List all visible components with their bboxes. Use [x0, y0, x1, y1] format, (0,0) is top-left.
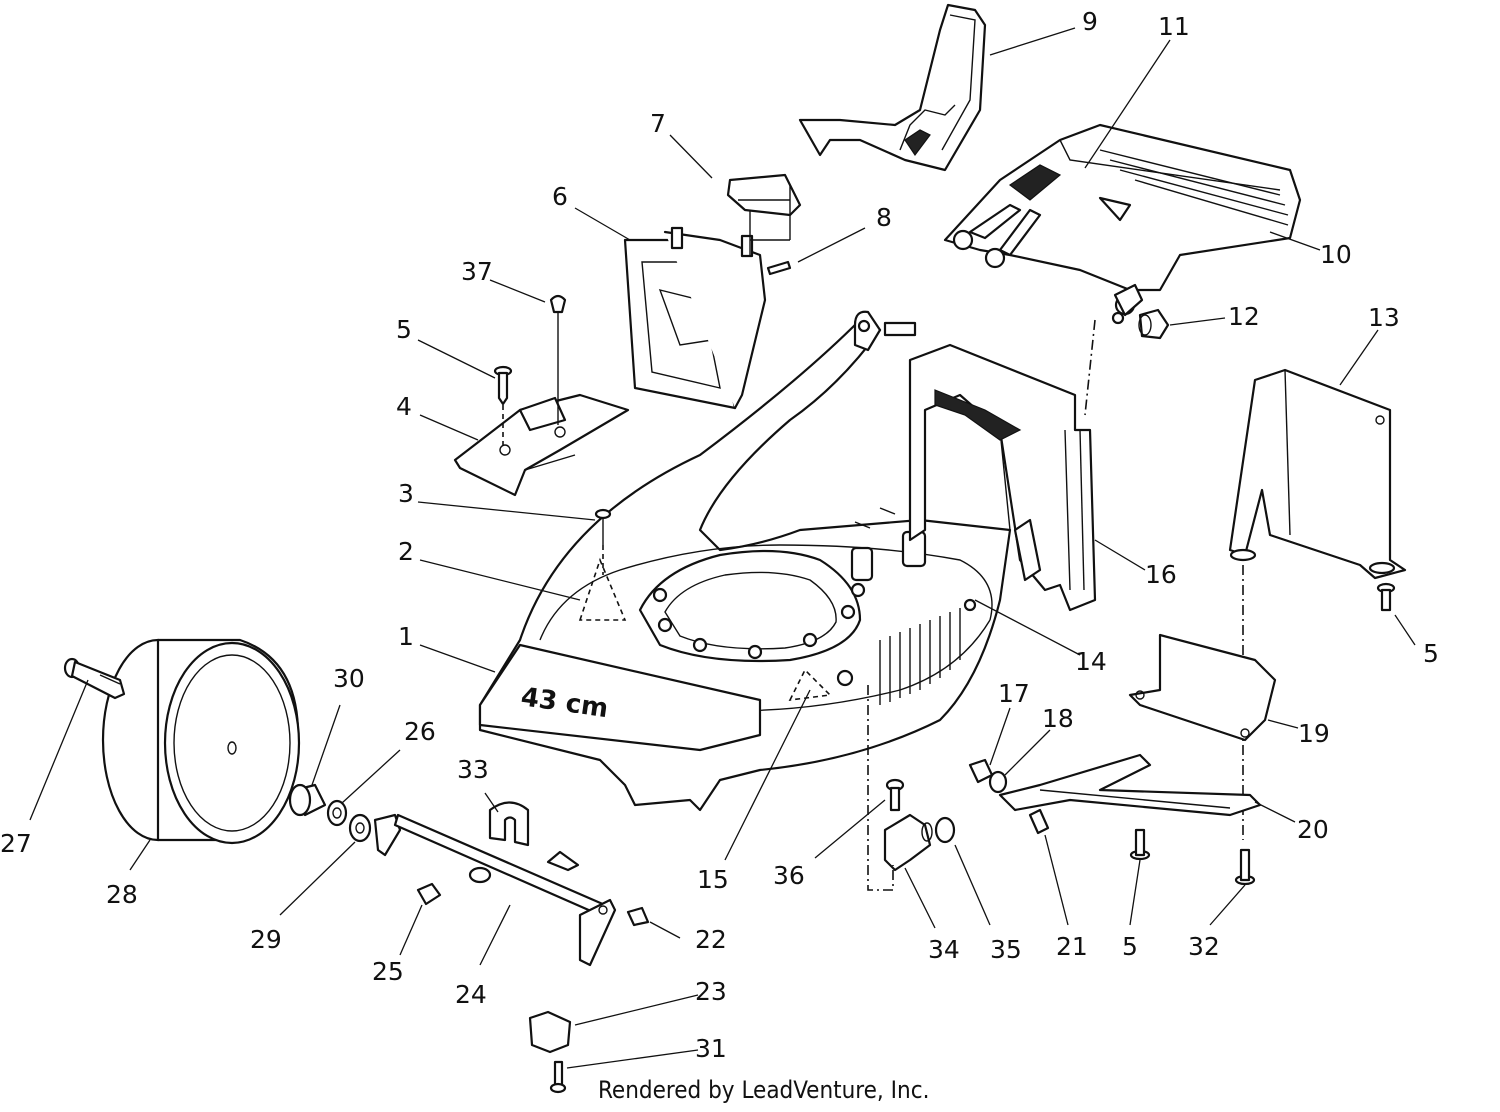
washer-26[interactable]	[326, 799, 348, 827]
callout-18[interactable]: 18	[1042, 704, 1074, 733]
spacer-30[interactable]	[288, 783, 327, 817]
callout-29[interactable]: 29	[250, 925, 282, 954]
callout-5c[interactable]: 5	[1122, 932, 1138, 961]
bushing-12[interactable]	[1138, 308, 1170, 340]
washer-18[interactable]	[988, 770, 1008, 794]
callout-20[interactable]: 20	[1297, 815, 1329, 844]
callout-12[interactable]: 12	[1228, 302, 1260, 331]
screw-21[interactable]	[1028, 808, 1050, 835]
callout-23[interactable]: 23	[695, 977, 727, 1006]
callout-10[interactable]: 10	[1320, 240, 1352, 269]
washer-35[interactable]	[934, 816, 956, 844]
rear-cover[interactable]	[943, 123, 1302, 325]
callout-16[interactable]: 16	[1145, 560, 1177, 589]
callout-3[interactable]: 3	[398, 479, 414, 508]
callout-33[interactable]: 33	[457, 755, 489, 784]
callout-6[interactable]: 6	[552, 182, 568, 211]
callout-1[interactable]: 1	[398, 622, 414, 651]
callout-5b[interactable]: 5	[1423, 639, 1439, 668]
nut-22[interactable]	[626, 906, 650, 927]
latch-7[interactable]	[726, 173, 802, 255]
screw-5b[interactable]	[1376, 582, 1396, 612]
leader-lines	[29, 27, 1416, 1069]
callout-4[interactable]: 4	[396, 392, 412, 421]
callout-labels: 1 2 3 4 5 5 5 6 7 8 9 10 11 12 13 14 15 …	[0, 7, 1439, 1063]
callout-2[interactable]: 2	[398, 537, 414, 566]
bracket-13[interactable]	[1228, 368, 1407, 580]
callout-37[interactable]: 37	[461, 257, 493, 286]
screw-5a[interactable]	[493, 365, 513, 445]
callout-21[interactable]: 21	[1056, 932, 1088, 961]
callout-19[interactable]: 19	[1298, 719, 1330, 748]
pin-3[interactable]	[594, 508, 612, 575]
callout-34[interactable]: 34	[928, 935, 960, 964]
screw-31[interactable]	[549, 1060, 567, 1094]
callout-32[interactable]: 32	[1188, 932, 1220, 961]
elbow-34[interactable]	[883, 813, 933, 872]
callout-14[interactable]: 14	[1075, 647, 1107, 676]
nut-17[interactable]	[968, 758, 994, 784]
callout-31[interactable]: 31	[695, 1034, 727, 1063]
chute-frame[interactable]	[623, 226, 767, 410]
axle-24[interactable]	[373, 813, 617, 967]
screw-5c[interactable]	[1129, 828, 1151, 861]
mower-deck[interactable]: 43 cm	[478, 310, 1097, 812]
callout-26[interactable]: 26	[404, 717, 436, 746]
pin-8[interactable]	[766, 260, 792, 276]
bracket-20[interactable]	[998, 753, 1262, 817]
nut-25[interactable]	[416, 882, 442, 906]
callout-5a[interactable]: 5	[396, 315, 412, 344]
callout-13[interactable]: 13	[1368, 303, 1400, 332]
callout-24[interactable]: 24	[455, 980, 487, 1009]
bolt-27[interactable]	[63, 657, 126, 700]
bracket-23[interactable]	[528, 1010, 572, 1054]
callout-36[interactable]: 36	[773, 861, 805, 890]
handle-grip[interactable]	[798, 3, 987, 172]
cover-19[interactable]	[1128, 633, 1277, 742]
screw-32[interactable]	[1234, 848, 1256, 886]
callout-30[interactable]: 30	[333, 664, 365, 693]
callout-35[interactable]: 35	[990, 935, 1022, 964]
callout-27[interactable]: 27	[0, 829, 32, 858]
callout-17[interactable]: 17	[998, 679, 1030, 708]
callout-7[interactable]: 7	[650, 109, 666, 138]
button-37[interactable]	[549, 294, 567, 425]
callout-25[interactable]: 25	[372, 957, 404, 986]
bolt-36[interactable]	[885, 778, 905, 812]
front-plate[interactable]	[453, 393, 630, 497]
washer-29[interactable]	[348, 813, 372, 843]
callout-15[interactable]: 15	[697, 865, 729, 894]
clip-33[interactable]	[488, 801, 530, 847]
callout-9[interactable]: 9	[1082, 7, 1098, 36]
wheel-28[interactable]	[101, 638, 301, 845]
credit-text: Rendered by LeadVenture, Inc.	[598, 1076, 929, 1104]
callout-28[interactable]: 28	[106, 880, 138, 909]
callout-8[interactable]: 8	[876, 203, 892, 232]
callout-11[interactable]: 11	[1158, 12, 1190, 41]
callout-22[interactable]: 22	[695, 925, 727, 954]
